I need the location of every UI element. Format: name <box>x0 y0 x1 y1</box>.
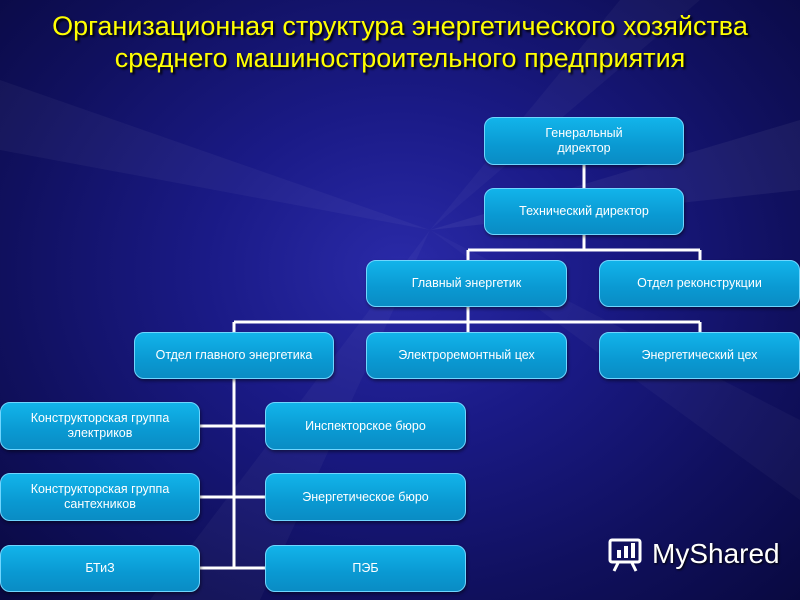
node-chief-power-engineer-dept: Отдел главного энергетика <box>134 332 334 379</box>
node-design-group-electricians: Конструкторская группа электриков <box>0 402 200 450</box>
node-reconstruction-dept: Отдел реконструкции <box>599 260 800 307</box>
node-technical-director: Технический директор <box>484 188 684 235</box>
node-power-shop: Энергетический цех <box>599 332 800 379</box>
node-electrical-repair-shop: Электроремонтный цех <box>366 332 567 379</box>
node-btiz: БТиЗ <box>0 545 200 592</box>
node-energy-bureau: Энергетическое бюро <box>265 473 466 521</box>
node-design-group-plumbers: Конструкторская группа сантехников <box>0 473 200 521</box>
page-title: Организационная структура энергетическог… <box>52 11 748 73</box>
node-peb: ПЭБ <box>265 545 466 592</box>
node-inspection-bureau: Инспекторское бюро <box>265 402 466 450</box>
watermark-text: MyShared <box>652 538 780 569</box>
presentation-board-icon <box>608 536 646 572</box>
watermark: MyShared <box>608 536 780 572</box>
node-chief-power-engineer: Главный энергетик <box>366 260 567 307</box>
node-general-director: Генеральный директор <box>484 117 684 165</box>
